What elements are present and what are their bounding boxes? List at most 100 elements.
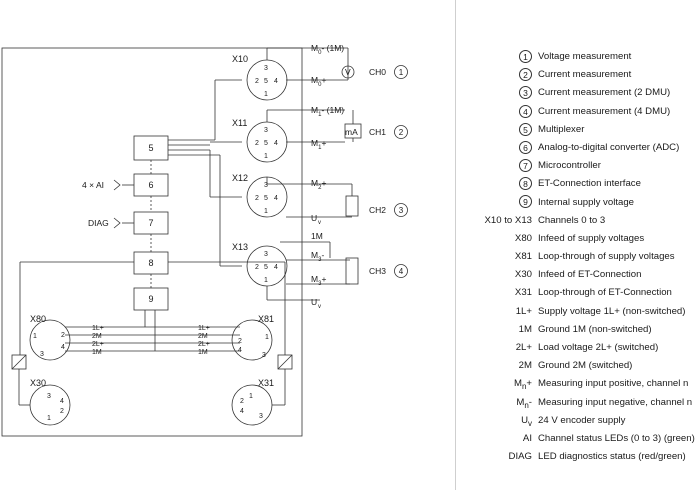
legend-text: Multiplexer xyxy=(538,123,585,135)
svg-text:1: 1 xyxy=(264,277,268,284)
svg-text:U: U xyxy=(311,213,317,223)
svg-text:1: 1 xyxy=(33,333,37,340)
legend-row: 3 Current measurement (2 DMU) xyxy=(460,84,698,102)
svg-text:3: 3 xyxy=(264,65,268,72)
legend-text: Current measurement (2 DMU) xyxy=(538,87,671,99)
svg-text:U: U xyxy=(311,297,317,307)
legend-row: Mn+Measuring input positive, channel n xyxy=(460,375,698,393)
svg-text:2M: 2M xyxy=(198,333,208,340)
legend-text: Voltage measurement xyxy=(538,51,632,62)
legend-row: X80 Infeed of supply voltages xyxy=(460,230,698,248)
svg-text:3: 3 xyxy=(264,182,268,189)
channel-2-label: CH2 xyxy=(369,205,386,215)
ai-input-label: 4 × AI xyxy=(82,180,104,190)
svg-text:2: 2 xyxy=(255,140,259,147)
svg-text:M1- (1M): M1- (1M) xyxy=(311,105,344,118)
svg-text:4: 4 xyxy=(61,344,65,351)
legend-row: DIAG LED diagnostics status (red/green) xyxy=(460,448,698,466)
legend-key: 2 xyxy=(460,66,532,84)
legend-text: Internal supply voltage xyxy=(538,196,634,208)
channel-0-label: CH0 xyxy=(369,67,386,77)
svg-text:2: 2 xyxy=(240,398,244,405)
svg-text:4: 4 xyxy=(274,78,278,85)
legend-key: X30 xyxy=(514,269,532,281)
svg-text:4: 4 xyxy=(240,408,244,415)
legend-text: 24 V encoder supply xyxy=(538,414,626,426)
legend-key: 1M xyxy=(518,323,532,335)
svg-text:3: 3 xyxy=(47,393,51,400)
block-adc: 6 xyxy=(148,180,153,190)
svg-text:v: v xyxy=(318,220,321,226)
svg-text:4: 4 xyxy=(274,264,278,271)
legend-key: 3 xyxy=(460,84,532,102)
svg-text:1M: 1M xyxy=(198,349,208,356)
svg-text:3: 3 xyxy=(262,352,266,359)
svg-text:5: 5 xyxy=(264,78,268,85)
legend-key: Uv xyxy=(521,414,532,428)
svg-text:5: 5 xyxy=(264,140,268,147)
legend-key: DIAG xyxy=(508,451,532,463)
svg-text:M3+: M3+ xyxy=(311,274,326,287)
panel-divider xyxy=(455,0,456,490)
svg-text:1: 1 xyxy=(264,208,268,215)
legend-key: AI xyxy=(522,432,532,444)
legend-text: Measuring input negative, channel n xyxy=(538,396,693,408)
legend-row: 2L+ Load voltage 2L+ (switched) xyxy=(460,339,698,357)
legend-row: Uv 24 V encoder supply xyxy=(460,412,698,430)
legend-row: 1 Voltage measurement xyxy=(460,48,698,66)
legend-text: ET-Connection interface xyxy=(538,178,641,190)
channel-3-label: CH3 xyxy=(369,266,386,276)
legend-row: 6 Analog-to-digital converter (ADC) xyxy=(460,139,698,157)
svg-text:v: v xyxy=(318,304,321,310)
svg-text:5: 5 xyxy=(264,264,268,271)
svg-text:1: 1 xyxy=(399,68,404,77)
connector-x31-label: X31 xyxy=(258,378,274,388)
legend-key: 6 xyxy=(460,139,532,157)
legend-key: 8 xyxy=(460,175,532,193)
svg-text:M3-: M3- xyxy=(311,250,324,263)
svg-text:3: 3 xyxy=(399,206,404,215)
legend-row: Mn-Measuring input negative, channel n xyxy=(460,394,698,412)
legend-key: 2L+ xyxy=(515,342,532,353)
connector-x13-label: X13 xyxy=(232,242,248,252)
legend-text: LED diagnostics status (red/green) xyxy=(538,451,686,463)
block-internal-supply: 9 xyxy=(148,294,153,304)
legend-row: 9 Internal supply voltage xyxy=(460,194,698,212)
legend-key: X31 xyxy=(514,287,532,299)
svg-text:4: 4 xyxy=(60,398,64,405)
svg-text:1M: 1M xyxy=(311,231,323,241)
legend-text: Load voltage 2L+ (switched) xyxy=(538,342,659,353)
legend-key: 4 xyxy=(460,103,532,121)
legend-text: Ground 2M (switched) xyxy=(538,360,633,372)
module-outline xyxy=(1,47,303,437)
legend-text: Current measurement (4 DMU) xyxy=(538,105,671,117)
svg-text:2: 2 xyxy=(238,338,242,345)
svg-text:2L+: 2L+ xyxy=(92,341,104,348)
legend-row: 5 Multiplexer xyxy=(460,121,698,139)
svg-text:3: 3 xyxy=(259,413,263,420)
svg-text:2: 2 xyxy=(255,78,259,85)
svg-text:1: 1 xyxy=(264,91,268,98)
legend-text: Loop-through of ET-Connection xyxy=(538,287,672,299)
svg-text:2: 2 xyxy=(399,128,404,137)
legend-text: Analog-to-digital converter (ADC) xyxy=(538,141,680,153)
legend-key: X80 xyxy=(514,232,532,244)
legend-key: 9 xyxy=(460,194,532,212)
svg-text:2: 2 xyxy=(61,332,65,339)
block-multiplexer: 5 xyxy=(148,143,153,153)
legend-key: 5 xyxy=(460,121,532,139)
connector-x30-label: X30 xyxy=(30,378,46,388)
svg-text:5: 5 xyxy=(264,195,268,202)
legend-key: 1 xyxy=(460,48,532,66)
block-et-connection: 8 xyxy=(148,258,153,268)
legend-key: X10 to X13 xyxy=(484,214,532,226)
legend-text: Infeed of supply voltages xyxy=(538,232,645,244)
legend-key: 7 xyxy=(460,157,532,175)
legend-row: 8 ET-Connection interface xyxy=(460,175,698,193)
svg-text:1L+: 1L+ xyxy=(92,325,104,332)
